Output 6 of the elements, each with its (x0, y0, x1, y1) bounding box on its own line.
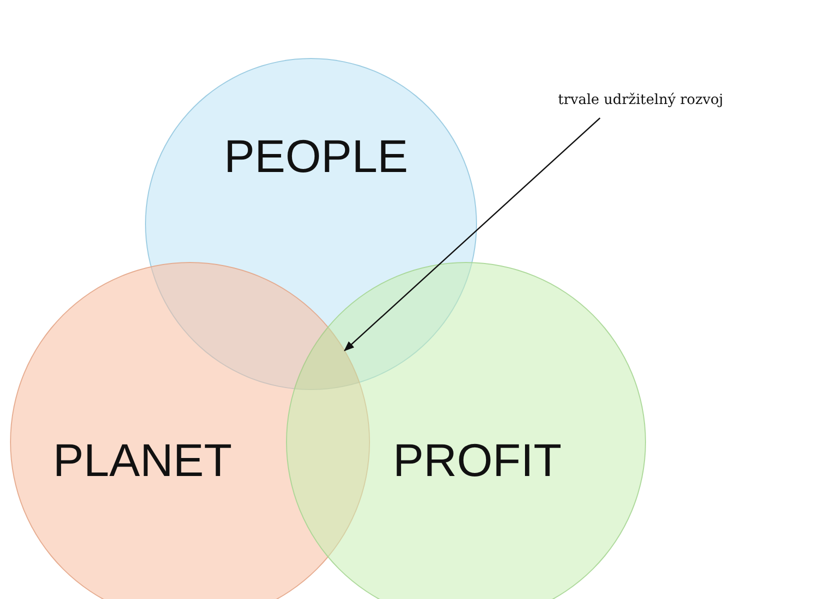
circle-label: PROFIT (393, 433, 562, 487)
circle-label: PEOPLE (224, 129, 408, 183)
circle-label: PLANET (53, 433, 232, 487)
intersection-region (294, 328, 360, 390)
leader-line (344, 118, 600, 352)
callout-text: trvale udržitelný rozvoj (558, 92, 724, 108)
